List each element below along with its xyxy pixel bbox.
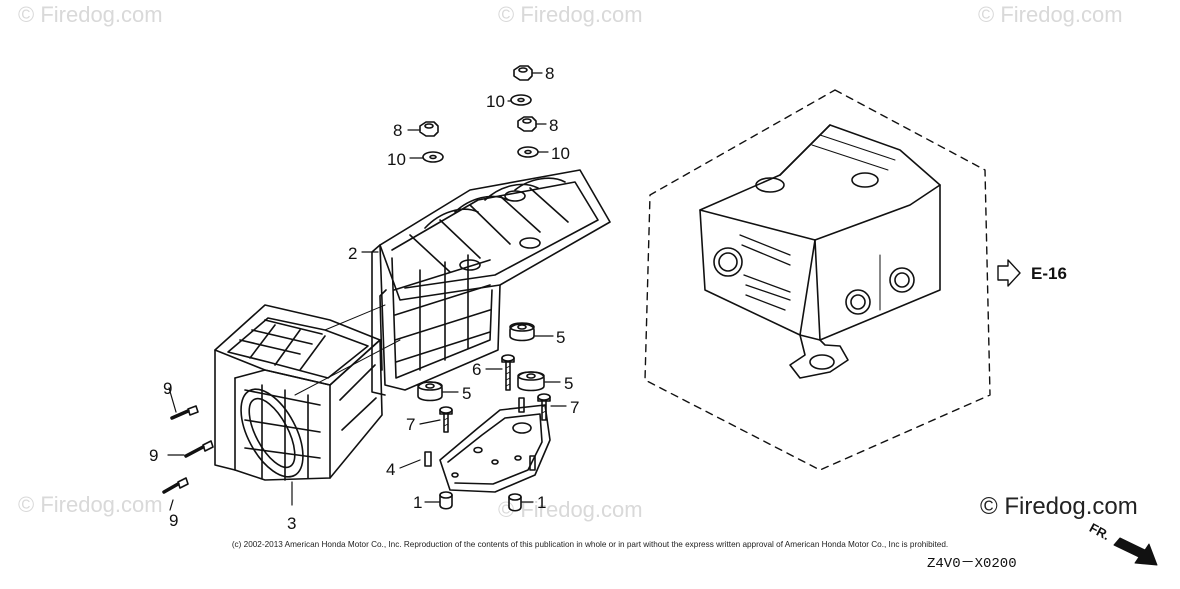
callout-1: 1 (413, 493, 423, 512)
watermark: © Firedog.com (978, 2, 1123, 27)
rubber-mount-part-5 (417, 381, 443, 402)
callout-1: 1 (537, 493, 547, 512)
callout-8: 8 (549, 116, 559, 135)
watermark: © Firedog.com (18, 2, 163, 27)
callout-8: 8 (393, 121, 403, 140)
callout-7: 7 (570, 398, 580, 417)
brand-watermark: © Firedog.com (980, 493, 1138, 520)
washer-part-10 (510, 94, 532, 106)
front-direction-arrow-icon (1113, 537, 1158, 566)
callout-9: 9 (169, 511, 179, 530)
bolt-part-7 (439, 406, 453, 433)
stud-icon (529, 455, 536, 471)
callout-6: 6 (472, 360, 482, 379)
nut-part-8 (513, 65, 533, 81)
callout-10: 10 (486, 92, 505, 111)
stud-icon (424, 451, 432, 467)
callout-10: 10 (387, 150, 406, 169)
callout-9: 9 (163, 379, 173, 398)
mounting-plate-part-4 (439, 404, 551, 493)
washer-part-10 (517, 146, 539, 158)
bolt-part-7 (537, 393, 551, 421)
bolt-part-6 (501, 354, 515, 391)
diagram-code: Z4V0－X0200 (927, 556, 1017, 572)
callout-8: 8 (545, 64, 555, 83)
washer-part-10 (422, 151, 444, 163)
watermark: © Firedog.com (18, 492, 163, 517)
stud-icon (518, 397, 525, 413)
spacer-collar-part-1 (439, 491, 453, 510)
muffler-reference-outline (644, 89, 991, 471)
callout-5: 5 (556, 328, 566, 347)
callout-3: 3 (287, 514, 297, 533)
copyright-notice: (c) 2002-2013 American Honda Motor Co., … (231, 540, 949, 549)
watermark: © Firedog.com (498, 497, 643, 522)
bolt-part-9 (162, 477, 189, 494)
reference-label-e16: E-16 (1031, 264, 1067, 283)
upper-bracket-part-2 (371, 169, 611, 396)
callout-5: 5 (462, 384, 472, 403)
callout-4: 4 (386, 460, 396, 479)
callout-5: 5 (564, 374, 574, 393)
bolt-part-9 (170, 405, 199, 420)
outline-arrow-right-icon (997, 259, 1021, 287)
callout-7: 7 (406, 415, 416, 434)
nut-part-8 (419, 121, 439, 137)
muffler-icon (699, 124, 941, 379)
rubber-mount-part-5 (509, 322, 535, 342)
lower-support-part-3 (214, 304, 383, 481)
leader-lines (167, 72, 567, 511)
callout-10: 10 (551, 144, 570, 163)
nut-part-8 (517, 116, 537, 132)
rubber-mount-part-5 (517, 371, 545, 392)
watermark: © Firedog.com (498, 2, 643, 27)
callout-9: 9 (149, 446, 159, 465)
spacer-collar-part-1 (508, 493, 522, 512)
bolt-part-9 (184, 440, 214, 458)
callout-2: 2 (348, 244, 358, 263)
